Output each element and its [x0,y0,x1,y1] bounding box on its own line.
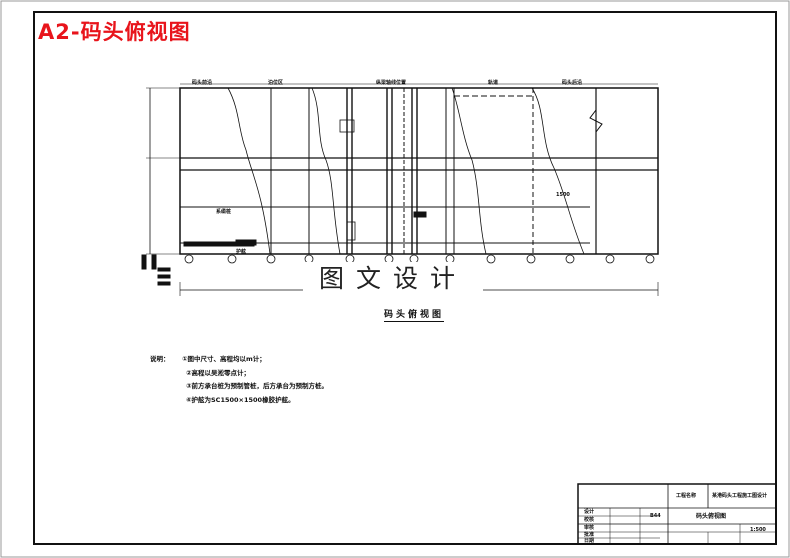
section-marker [157,274,171,279]
column-header: 码头后沿 [562,80,583,86]
title-block-project-name: 某港码头工程施工图设计 [712,493,768,499]
column-header: 轨道 [488,80,499,86]
pile [486,254,496,264]
section-marker [157,281,171,286]
sheet-title: A2-码头俯视图 [38,20,191,44]
plan-outline [179,87,659,255]
title-block-row-label: 设计 [584,509,595,515]
note-line: ②高程以吴淞零点计； [186,368,251,377]
note-line: ③前方承台桩为预制管桩，后方承台为预制方桩。 [186,382,329,390]
pier-plan [141,83,659,296]
pile [266,254,276,264]
column-header: 泊位区 [268,80,284,86]
drawing-caption: 码头俯视图 [384,307,445,322]
title-block-border [577,483,777,545]
watermark-text: 图文设计 [303,262,483,296]
title-block-frame [577,483,777,545]
break-mark [589,109,603,133]
pile [184,254,194,264]
pile [645,254,655,264]
callout-label: 1500 [556,192,570,198]
pile [605,254,615,264]
callout-block [413,211,427,218]
column-header: 纵梁轴线位置 [376,80,407,86]
column-header: 码头前沿 [192,80,213,86]
detail-box [346,221,356,241]
pile [526,254,536,264]
notes-heading: 说明： [150,355,170,363]
drawing-notes: 说明：①图中尺寸、高程均以m计； ②高程以吴淞零点计； ③前方承台桩为预制管桩，… [150,353,328,407]
break-line [451,87,487,255]
title-block-row-label: 日期 [584,538,595,544]
detail-box [339,119,355,133]
section-marker [141,254,147,270]
title-block-scale: 1:500 [750,527,766,533]
bollard-block [235,239,257,246]
title-block-row-label: 批准 [584,532,595,538]
callout-label: 系缆桩 [216,209,232,215]
pile [565,254,575,264]
break-line [311,87,341,255]
break-line [531,87,585,255]
note-line: ④护舷为SC1500×1500橡胶护舷。 [186,395,295,404]
title-block-code: B44 [650,513,661,519]
drawing-frame [33,11,777,545]
break-line [227,87,271,255]
title-block-project-label: 工程名称 [676,493,697,499]
note-line: 说明：①图中尺寸、高程均以m计； [150,353,328,367]
title-block-row-label: 审核 [584,525,595,531]
title-block-drawing-name: 码头俯视图 [696,513,727,520]
section-marker [151,254,157,270]
callout-label: 护舷 [236,249,247,255]
title-block-row-label: 校核 [584,517,595,523]
section-marker [157,267,171,272]
pile [227,254,237,264]
